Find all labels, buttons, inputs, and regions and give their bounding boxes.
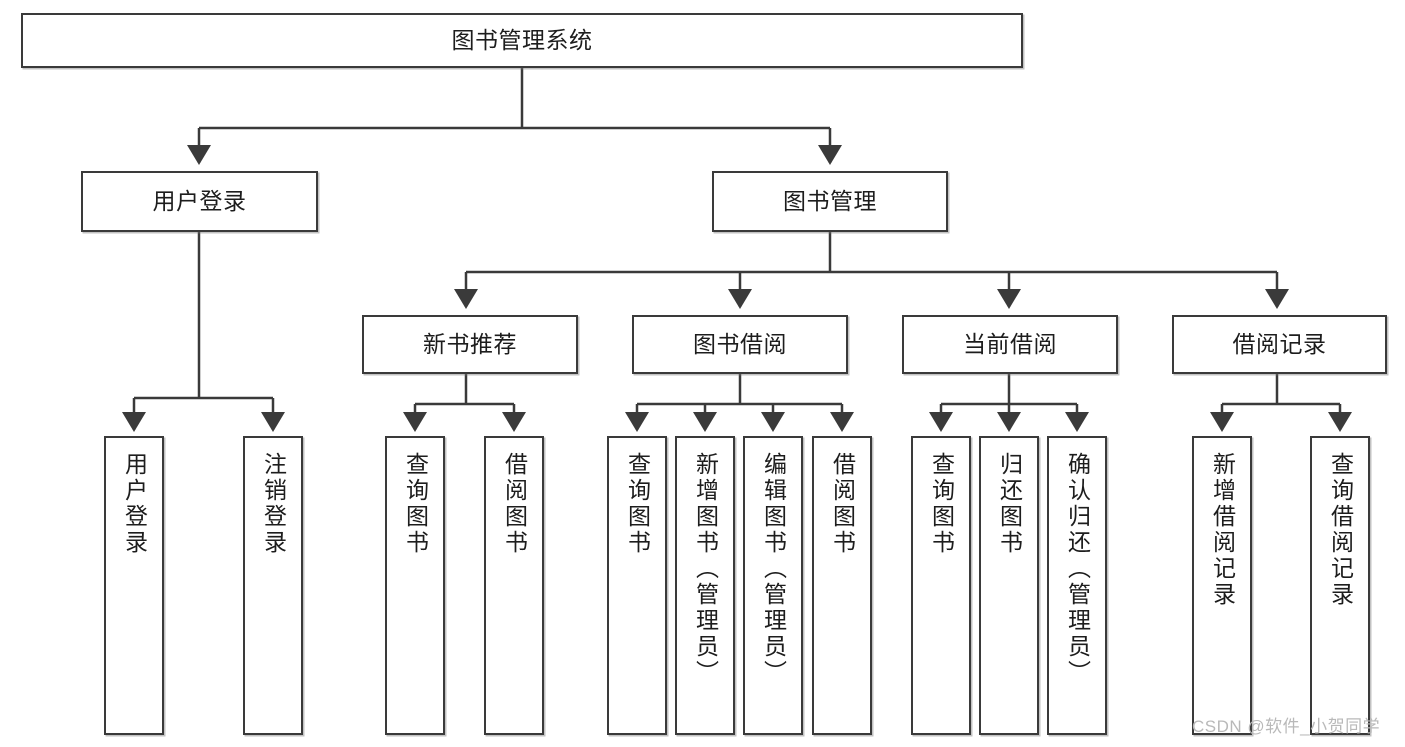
leaf-edit-book-label: 编辑图书（管理员） — [760, 452, 787, 686]
node-book-borrow-label: 图书借阅 — [693, 330, 787, 357]
leaf-add-book[interactable]: 新增图书（管理员） — [675, 436, 735, 735]
node-current-borrow-label: 当前借阅 — [963, 330, 1057, 357]
leaf-return-book[interactable]: 归还图书 — [979, 436, 1039, 735]
node-user-login-label: 用户登录 — [152, 187, 247, 214]
leaf-add-record-label: 新增借阅记录 — [1209, 452, 1236, 608]
csdn-watermark: CSDN @软件_小贺同学 — [1192, 717, 1381, 736]
leaf-confirm-return-label: 确认归还（管理员） — [1064, 452, 1091, 686]
leaf-query-book-2-label: 查询图书 — [624, 452, 651, 556]
leaf-query-book-3-label: 查询图书 — [928, 452, 955, 556]
leaf-user-logout-label: 注销登录 — [260, 452, 287, 556]
node-new-book-recommend-label: 新书推荐 — [423, 330, 517, 357]
leaf-user-login[interactable]: 用户登录 — [104, 436, 164, 735]
node-borrow-record[interactable]: 借阅记录 — [1172, 315, 1387, 374]
leaf-add-record[interactable]: 新增借阅记录 — [1192, 436, 1252, 735]
leaf-borrow-book-1-label: 借阅图书 — [501, 452, 528, 556]
leaf-add-book-label: 新增图书（管理员） — [692, 452, 719, 686]
leaf-user-login-label: 用户登录 — [121, 452, 148, 556]
leaf-borrow-book-2[interactable]: 借阅图书 — [812, 436, 872, 735]
leaf-query-book-1[interactable]: 查询图书 — [385, 436, 445, 735]
leaf-borrow-book-1[interactable]: 借阅图书 — [484, 436, 544, 735]
node-book-borrow[interactable]: 图书借阅 — [632, 315, 848, 374]
node-borrow-record-label: 借阅记录 — [1232, 330, 1327, 357]
leaf-query-book-1-label: 查询图书 — [402, 452, 429, 556]
node-user-login[interactable]: 用户登录 — [81, 171, 318, 232]
node-new-book-recommend[interactable]: 新书推荐 — [362, 315, 578, 374]
leaf-edit-book[interactable]: 编辑图书（管理员） — [743, 436, 803, 735]
leaf-user-logout[interactable]: 注销登录 — [243, 436, 303, 735]
node-book-management-label: 图书管理 — [783, 187, 877, 214]
leaf-query-record[interactable]: 查询借阅记录 — [1310, 436, 1370, 735]
node-root-label: 图书管理系统 — [451, 26, 593, 53]
leaf-borrow-book-2-label: 借阅图书 — [829, 452, 856, 556]
leaf-query-book-2[interactable]: 查询图书 — [607, 436, 667, 735]
leaf-query-record-label: 查询借阅记录 — [1327, 452, 1354, 608]
leaf-query-book-3[interactable]: 查询图书 — [911, 436, 971, 735]
node-root[interactable]: 图书管理系统 — [21, 13, 1023, 68]
leaf-confirm-return[interactable]: 确认归还（管理员） — [1047, 436, 1107, 735]
node-book-management[interactable]: 图书管理 — [712, 171, 948, 232]
node-current-borrow[interactable]: 当前借阅 — [902, 315, 1118, 374]
leaf-return-book-label: 归还图书 — [996, 452, 1023, 556]
